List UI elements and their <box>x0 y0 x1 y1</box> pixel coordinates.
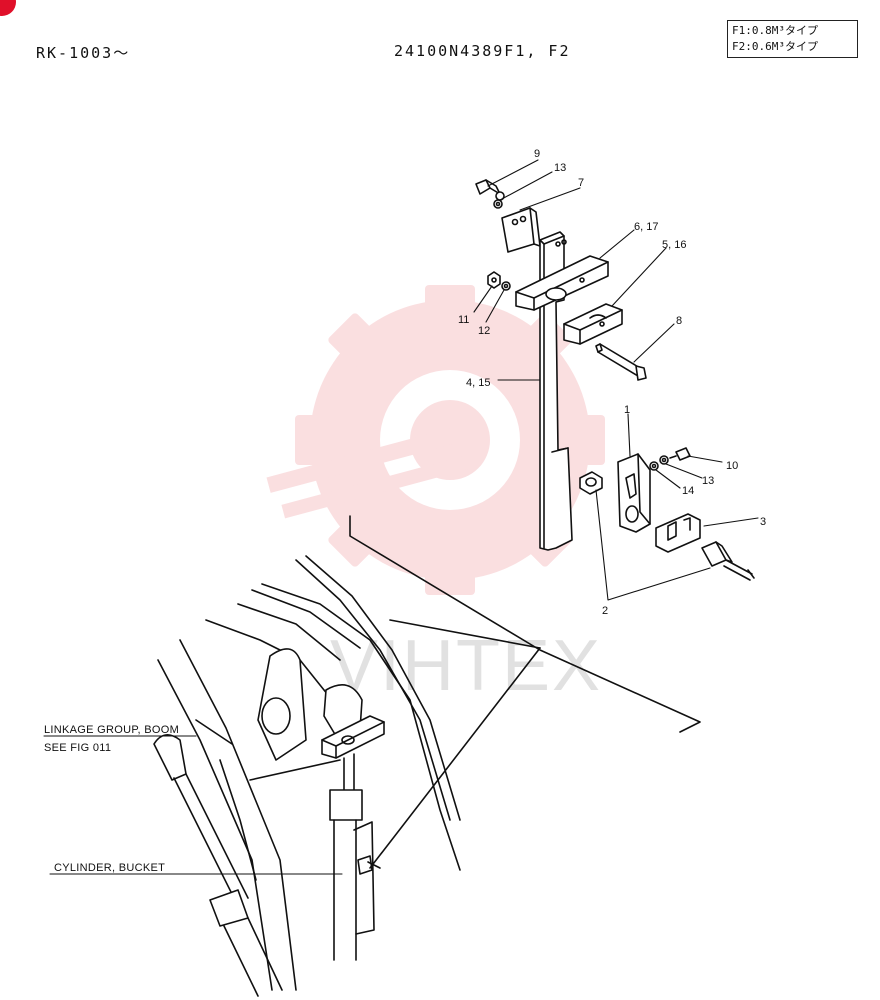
part-washer-14 <box>649 461 659 471</box>
part-washer-12 <box>501 281 511 291</box>
part-nut-2 <box>579 471 603 495</box>
boom-structure <box>157 555 461 991</box>
callout-11: 11 <box>458 314 469 326</box>
part-plate-7 <box>501 207 541 253</box>
callout-labels: 9 13 7 6, 17 5, 16 11 12 8 4, 15 1 10 13… <box>458 148 766 617</box>
cylinder-bucket <box>153 734 283 997</box>
note-linkage-line1: LINKAGE GROUP, BOOM <box>44 724 179 736</box>
note-cylinder: CYLINDER, BUCKET <box>54 862 165 874</box>
part-number: 24100N4389F1, F2 <box>394 42 571 60</box>
callout-13-top: 13 <box>554 162 566 174</box>
part-bolt-8 <box>595 343 647 381</box>
part-stud-2 <box>701 541 755 581</box>
part-nut-11 <box>487 271 501 289</box>
callout-10: 10 <box>726 460 738 472</box>
callout-14: 14 <box>682 485 694 497</box>
part-bolt-10 <box>669 447 691 461</box>
part-clamp-6-17 <box>515 255 609 311</box>
callout-6-17: 6, 17 <box>634 221 658 233</box>
boom-panel-outline <box>349 515 701 733</box>
part-u-bracket-3 <box>655 513 701 553</box>
callout-3: 3 <box>760 516 766 528</box>
callout-13-right: 13 <box>702 475 714 487</box>
callout-5-16: 5, 16 <box>662 239 686 251</box>
callout-leaders <box>43 159 759 875</box>
part-washer-13a <box>493 199 503 209</box>
spec-line-1: F1:0.8M³タイプ <box>732 24 818 37</box>
part-clamp-5-16 <box>563 303 623 345</box>
serial-range: RK-1003～ <box>36 44 131 62</box>
note-linkage-line2: SEE FIG 011 <box>44 742 111 754</box>
part-bracket-1 <box>617 453 651 533</box>
callout-1: 1 <box>624 404 630 416</box>
callout-8: 8 <box>676 315 682 327</box>
callout-7: 7 <box>578 177 584 189</box>
part-washer-13b <box>659 455 669 465</box>
notes: LINKAGE GROUP, BOOM SEE FIG 011 CYLINDER… <box>44 724 179 874</box>
installed-rod-assembly <box>321 715 385 961</box>
part-bolt-9 <box>475 179 505 201</box>
detail-leader-line <box>369 647 541 869</box>
callout-12: 12 <box>478 325 490 337</box>
spec-line-2: F2:0.6M³タイプ <box>732 40 818 53</box>
spec-box: F1:0.8M³タイプ F2:0.6M³タイプ <box>727 20 858 58</box>
callout-4-15: 4, 15 <box>466 377 490 389</box>
callout-9: 9 <box>534 148 540 160</box>
callout-2: 2 <box>602 605 608 617</box>
watermark-logo <box>266 285 605 595</box>
watermark-text: VIHTEX <box>330 626 602 706</box>
